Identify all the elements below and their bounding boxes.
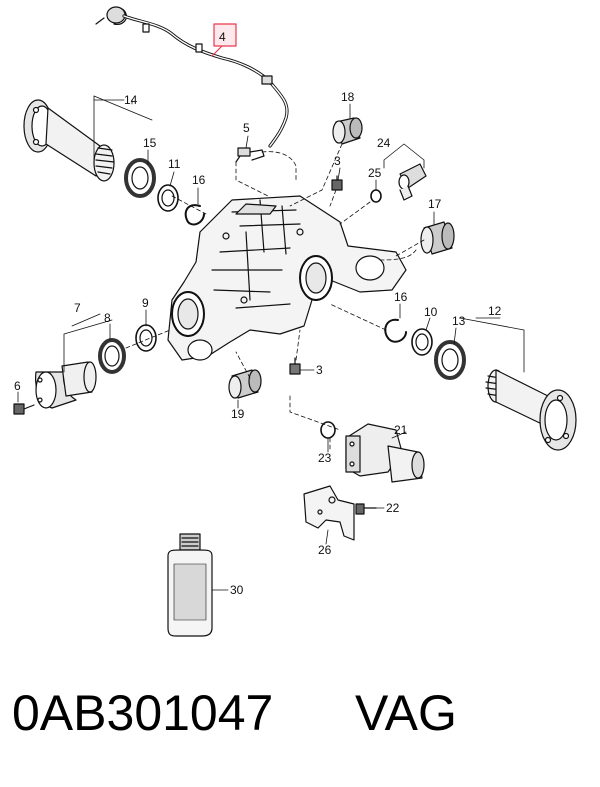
differential-housing	[167, 195, 407, 361]
callout-10: 10	[424, 305, 438, 319]
exploded-parts-diagram: 4 14 15 5 11 16 18 3 24 25 17 16 10 13 1…	[13, 6, 577, 637]
drive-flange-right-part-12	[459, 317, 577, 451]
callout-3-bottom: 3	[316, 363, 323, 377]
highlight-box-part-4	[213, 23, 237, 47]
callout-22: 22	[386, 501, 400, 515]
callout-21: 21	[394, 423, 408, 437]
callout-labels: 4 14 15 5 11 16 18 3 24 25 17 16 10 13 1…	[14, 30, 502, 597]
oil-bottle-part-30	[167, 533, 213, 637]
drive-flange-part-7	[35, 319, 113, 409]
callout-25: 25	[368, 166, 382, 180]
pin-part-24	[398, 163, 427, 201]
o-ring-part-25	[370, 189, 382, 203]
part-number-caption: 0AB301047	[12, 685, 274, 741]
callout-24: 24	[377, 136, 391, 150]
seal-ring-part-8	[98, 338, 126, 374]
bracket-part-26	[303, 485, 355, 541]
seal-part-10	[411, 328, 433, 356]
bolt-top-part-3	[331, 175, 343, 191]
callout-16-left: 16	[192, 173, 206, 187]
sensor-part-5	[235, 147, 265, 163]
callout-30: 30	[230, 583, 244, 597]
callout-14: 14	[124, 93, 138, 107]
seal-ring-part-13	[434, 340, 466, 380]
bushing-part-18	[332, 117, 363, 145]
o-ring-part-23	[320, 421, 336, 439]
callout-11: 11	[168, 157, 181, 171]
bolt-part-6	[13, 403, 35, 415]
callout-12: 12	[488, 304, 502, 318]
wiring-harness-part-4	[95, 6, 289, 148]
bolt-part-22	[355, 503, 377, 515]
callout-19: 19	[231, 407, 245, 421]
callout-3-top: 3	[334, 154, 341, 168]
bushing-bottom-part-19	[228, 369, 262, 399]
callout-16-right: 16	[394, 290, 408, 304]
dashed-assembly-lines	[125, 143, 425, 453]
callout-5: 5	[243, 121, 250, 135]
callout-6: 6	[14, 379, 21, 393]
callout-7: 7	[74, 301, 81, 315]
bolt-bottom-part-3	[289, 357, 301, 375]
drive-flange-left-part-14	[23, 95, 153, 182]
callout-17: 17	[428, 197, 442, 211]
callout-18: 18	[341, 90, 355, 104]
seal-part-9	[135, 324, 157, 352]
bushing-right-part-17	[420, 221, 455, 255]
circlip-right-part-16	[384, 318, 407, 343]
callout-9: 9	[142, 296, 149, 310]
brand-caption: VAG	[355, 685, 457, 741]
circlip-left-part-16	[184, 204, 205, 226]
callout-8: 8	[104, 311, 111, 325]
callout-26: 26	[318, 543, 332, 557]
seal-ring-part-15	[124, 158, 156, 198]
leader-lines	[17, 99, 501, 591]
callout-13: 13	[452, 314, 466, 328]
seal-part-11	[157, 184, 179, 212]
callout-4: 4	[219, 30, 226, 44]
callout-23: 23	[318, 451, 332, 465]
callout-15: 15	[143, 136, 157, 150]
actuator-motor-part-21	[345, 423, 425, 483]
